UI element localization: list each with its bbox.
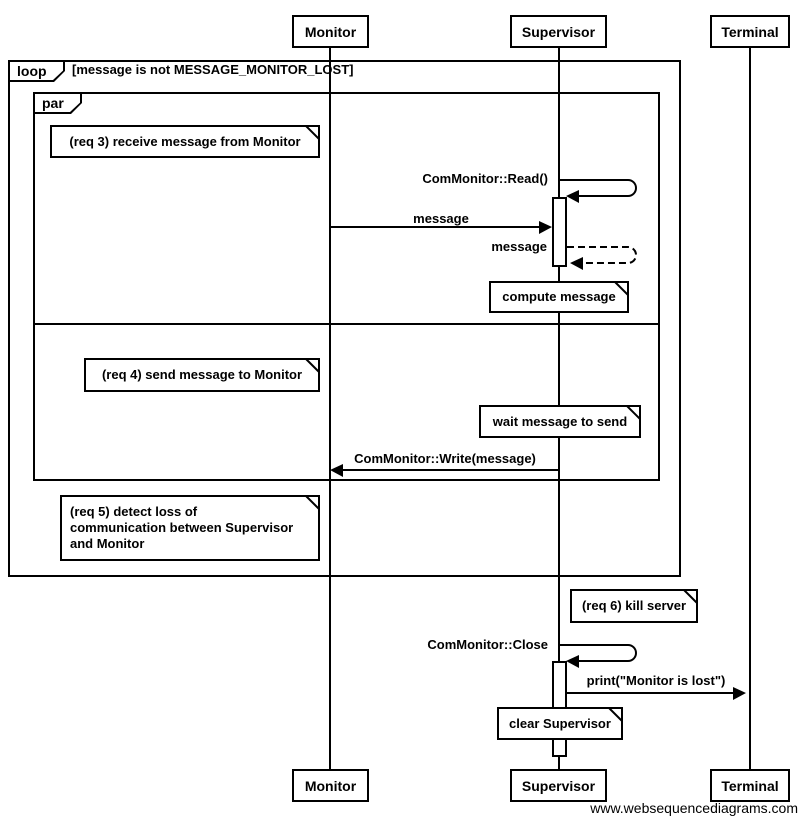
close-message-label: ComMonitor::Close [427,637,548,652]
par-label-text: par [35,94,80,112]
note-req3: (req 3) receive message from Monitor [50,125,320,158]
note-req6: (req 6) kill server [570,589,698,623]
loop-frame [8,60,681,577]
note-req4-text: (req 4) send message to Monitor [101,367,303,382]
note-fold-icon [305,495,320,510]
note-clear-text: clear Supervisor [509,715,611,731]
incoming-message-label: message [413,211,469,226]
write-message-label: ComMonitor::Write(message) [354,451,536,466]
note-fold-icon [614,281,629,296]
read-message-label: ComMonitor::Read() [422,171,548,186]
supervisor-activation-read [552,197,567,267]
note-fold-icon [305,125,320,140]
loop-label-text: loop [10,62,63,80]
note-fold-icon [626,405,641,420]
note-fold-icon [608,707,623,722]
message-arrowhead-icon [539,221,552,234]
actor-terminal-bottom: Terminal [710,769,790,802]
par-frame [33,92,660,481]
note-fold-icon [683,589,698,604]
watermark: www.websequencediagrams.com [590,800,798,816]
read-self-call-arrow [559,179,637,197]
print-arrowhead-icon [733,687,746,700]
terminal-lifeline [749,48,751,769]
message-return-arrowhead-icon [570,257,583,270]
actor-terminal-top: Terminal [710,15,790,48]
actor-monitor-top: Monitor [292,15,369,48]
note-wait-message: wait message to send [479,405,641,438]
write-arrowhead-icon [330,464,343,477]
note-clear-supervisor: clear Supervisor [497,707,623,740]
actor-supervisor-top: Supervisor [510,15,607,48]
par-frame-divider [33,323,660,325]
loop-guard-condition: [message is not MESSAGE_MONITOR_LOST] [72,62,354,77]
note-req5: (req 5) detect loss of communication bet… [60,495,320,561]
note-req5-text: (req 5) detect loss of communication bet… [70,504,294,551]
print-message-label: print("Monitor is lost") [586,673,726,688]
monitor-lifeline [329,48,331,769]
close-self-call-arrow [559,644,637,662]
close-arrowhead-icon [566,655,579,668]
note-req6-text: (req 6) kill server [581,598,687,613]
loop-frame-label: loop [8,60,65,82]
note-compute-text: compute message [502,289,616,304]
note-compute-message: compute message [489,281,629,313]
note-wait-text: wait message to send [492,413,628,429]
actor-monitor-bottom: Monitor [292,769,369,802]
note-fold-icon [305,358,320,373]
par-frame-label: par [33,92,82,114]
note-req3-text: (req 3) receive message from Monitor [69,133,301,149]
note-req4: (req 4) send message to Monitor [84,358,320,392]
read-arrowhead-icon [566,190,579,203]
returned-message-label: message [491,239,547,254]
actor-supervisor-bottom: Supervisor [510,769,607,802]
